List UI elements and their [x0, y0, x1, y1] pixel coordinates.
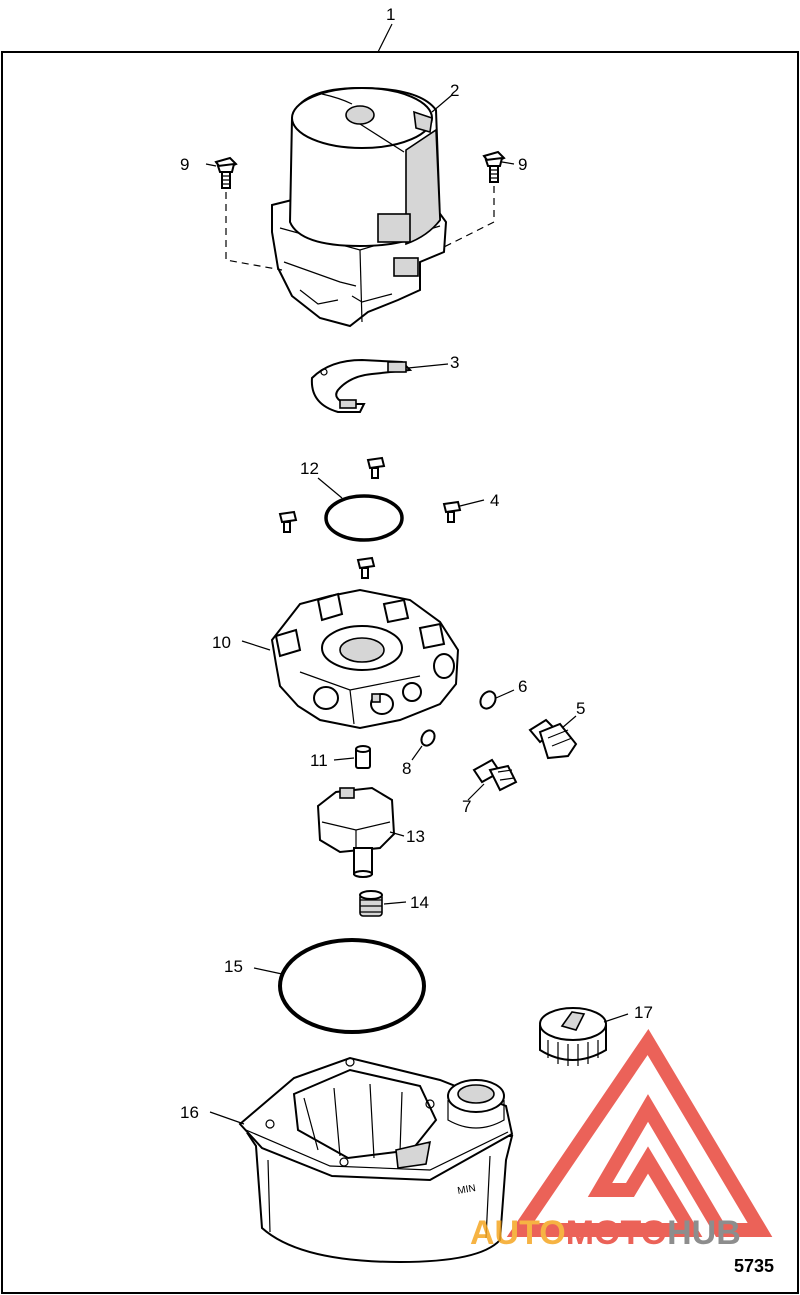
screw-4-right [442, 500, 462, 523]
callout-10: 10 [212, 633, 231, 652]
pump-13 [316, 786, 396, 878]
callout-3: 3 [450, 353, 459, 372]
callout-14: 14 [410, 893, 429, 912]
figure-number: 5735 [734, 1256, 774, 1276]
leader-6 [495, 689, 515, 699]
screw-9-right [482, 150, 506, 183]
callout-9-right: 9 [518, 155, 527, 174]
callout-6: 6 [518, 677, 527, 696]
leader-17 [603, 1013, 629, 1023]
watermark: AUTOMOTOHUB [470, 1028, 773, 1252]
callout-16: 16 [180, 1103, 199, 1122]
screw-9-right-path [441, 186, 495, 249]
leader-15 [253, 967, 283, 975]
o-ring-15 [278, 938, 426, 1034]
leader-12 [317, 477, 343, 499]
watermark-logo-icon [506, 1028, 773, 1237]
bracket-3 [310, 358, 413, 413]
leader-14 [383, 901, 407, 905]
pin-11 [355, 745, 371, 769]
fitting-5 [528, 718, 578, 760]
o-ring-12 [324, 494, 404, 542]
leader-16 [209, 1111, 245, 1125]
callout-15: 15 [224, 957, 243, 976]
callout-11: 11 [310, 751, 328, 770]
fill-cap-17 [539, 1007, 607, 1066]
motor-assembly [271, 86, 448, 328]
callout-12: 12 [300, 459, 319, 478]
watermark-text-auto: AUTOMOTOHUB [470, 1214, 741, 1252]
callout-8: 8 [402, 759, 411, 778]
callout-2: 2 [450, 81, 459, 100]
screw-4-top [366, 456, 386, 479]
filter-14 [359, 890, 383, 917]
o-ring-8 [420, 729, 436, 747]
callout-4: 4 [490, 491, 499, 510]
callout-7: 7 [462, 797, 471, 816]
callout-5: 5 [576, 699, 585, 718]
leader-4 [459, 499, 485, 507]
leader-5 [561, 715, 577, 729]
leader-2 [431, 94, 453, 113]
callout-1: 1 [386, 5, 395, 24]
o-ring-6 [479, 690, 497, 710]
manifold-10 [270, 588, 460, 730]
leader-9a [205, 163, 217, 167]
callout-13: 13 [406, 827, 425, 846]
leader-3 [407, 363, 449, 369]
callout-17: 17 [634, 1003, 653, 1022]
leader-10 [241, 640, 271, 651]
leader-7 [467, 783, 485, 801]
leader-11 [333, 757, 355, 761]
reservoir-min-marking: MIN [457, 1183, 477, 1197]
leader-13 [389, 831, 405, 837]
screw-4-bottom [356, 556, 376, 579]
callout-9-left: 9 [180, 155, 189, 174]
diagram-frame [1, 51, 799, 1294]
leader-9b [501, 161, 515, 165]
leader-1 [377, 23, 393, 53]
fitting-7 [472, 758, 518, 792]
reservoir-16: MIN [238, 1056, 514, 1264]
screw-9-left [214, 156, 238, 189]
screw-4-left [278, 510, 298, 533]
leader-8 [411, 745, 423, 761]
